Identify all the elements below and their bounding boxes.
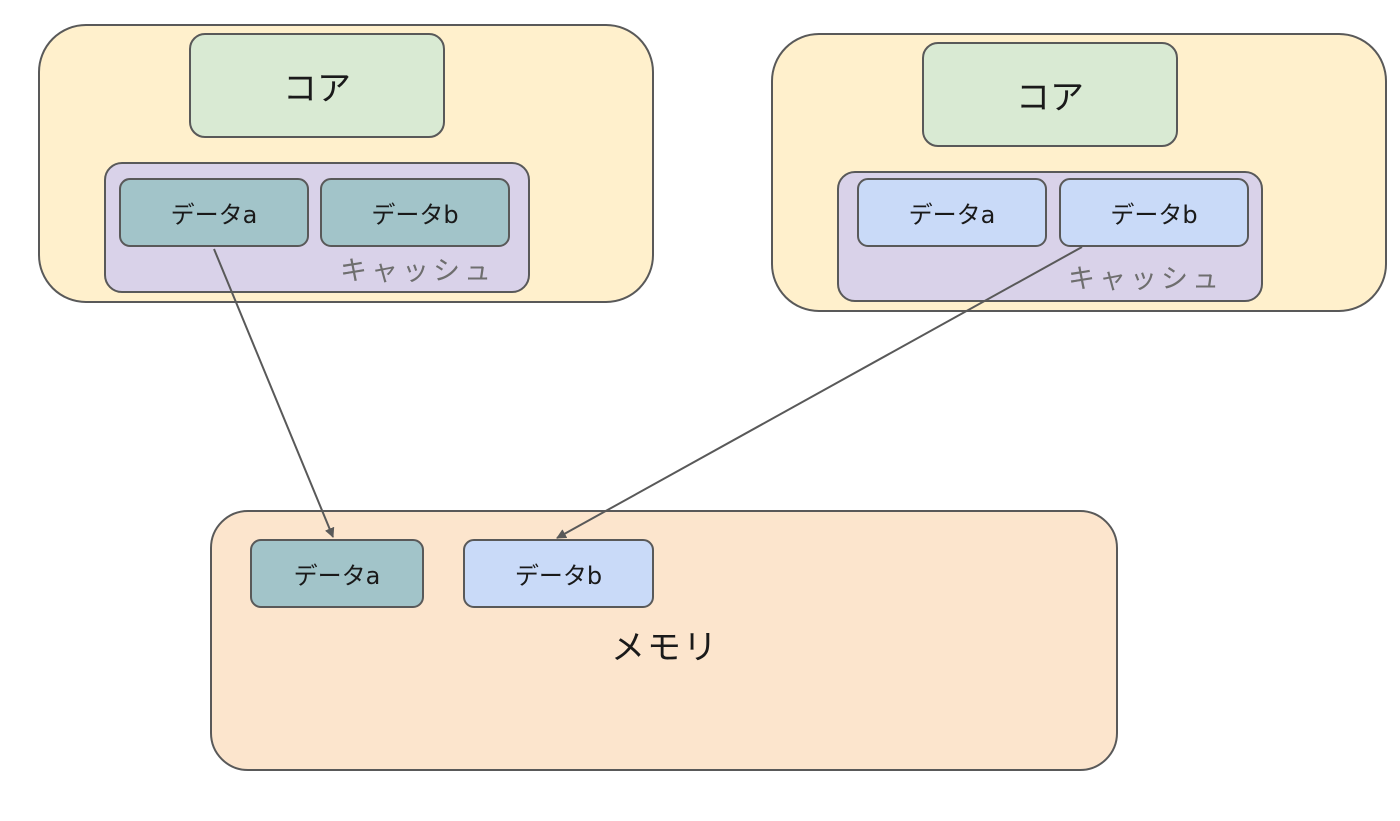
left-cache-data-b-label: データb — [371, 201, 459, 229]
memory-data-b: データb — [463, 539, 654, 608]
memory-label: メモリ — [611, 628, 719, 668]
right-cache-data-a: データa — [857, 178, 1047, 247]
right-core: コア — [922, 42, 1178, 147]
right-cache-data-b-label: データb — [1110, 201, 1198, 229]
left-cache-data-a-label: データa — [170, 201, 258, 229]
memory-data-a: データa — [250, 539, 424, 608]
right-cache-data-a-label: データa — [908, 201, 996, 229]
left-cache-label: キャッシュ — [340, 256, 495, 287]
memory-data-b-label: データb — [514, 562, 603, 590]
left-cache-data-a: データa — [119, 178, 309, 247]
right-core-label: コア — [1016, 78, 1084, 118]
right-cache-data-b: データb — [1059, 178, 1249, 247]
right-cache-label: キャッシュ — [1068, 264, 1223, 295]
memory-data-a-label: データa — [293, 562, 381, 590]
left-core: コア — [189, 33, 445, 138]
left-cache-data-b: データb — [320, 178, 510, 247]
left-core-label: コア — [283, 69, 351, 109]
